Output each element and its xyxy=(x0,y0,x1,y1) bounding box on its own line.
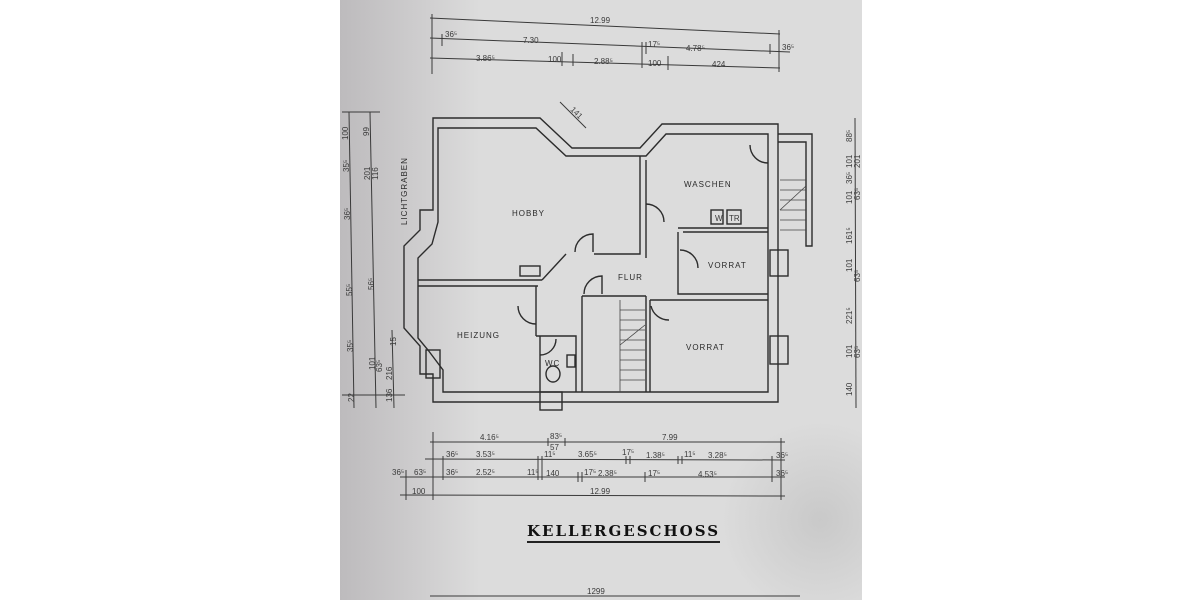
dim-right: 140 xyxy=(845,382,854,396)
room-label-flur: FLUR xyxy=(618,273,643,282)
dim-top: 4.78⁵ xyxy=(686,44,705,53)
dim-right: 101 xyxy=(845,190,854,204)
dim-left: 56⁵ xyxy=(367,278,376,290)
dim-left: 101 xyxy=(368,356,377,370)
dim-left: 216 xyxy=(385,366,394,380)
dim-bottom: 4.16⁵ xyxy=(480,433,499,442)
dim-left: 201 xyxy=(363,166,372,180)
dim-left: 99 xyxy=(362,127,371,136)
dim-top: 3.86⁵ xyxy=(476,54,495,63)
dim-left: 116 xyxy=(371,167,380,180)
dim-right: 101 xyxy=(845,154,854,168)
dim-top: 100 xyxy=(648,59,662,68)
dim-right: 221⁵ xyxy=(845,307,854,324)
drawing-title: KELLERGESCHOSS xyxy=(527,522,721,543)
dim-right: 63⁵ xyxy=(853,188,862,200)
dim-bottom: 17⁵ xyxy=(584,468,596,477)
dim-bottom: 100 xyxy=(412,487,426,496)
dim-bottom: 7.99 xyxy=(662,433,678,442)
dim-right: 63⁵ xyxy=(853,346,862,358)
dim-line-top-2 xyxy=(429,37,791,53)
dim-bottom: 36⁵ xyxy=(446,450,458,459)
dim-left: 36⁵ xyxy=(343,208,352,220)
dim-bottom: 3.53⁵ xyxy=(476,450,495,459)
dim-bottom: 3.28⁵ xyxy=(708,451,727,460)
dim-bottom: 2.38⁵ xyxy=(598,469,617,478)
dim-bottom: 36⁵ xyxy=(392,468,404,477)
dim-top: 424 xyxy=(712,60,726,69)
dim-top: 36⁵ xyxy=(782,43,794,52)
dim-left: 136 xyxy=(385,388,394,402)
dim-line-top-3 xyxy=(429,57,781,69)
dim-top: 36⁵ xyxy=(445,30,457,39)
dim-bottom: 12.99 xyxy=(590,487,611,496)
interior-stairs xyxy=(619,300,646,392)
dim-right: 101 xyxy=(845,344,854,358)
fixture-dryer: TR xyxy=(729,214,740,223)
dim-top: 17⁵ xyxy=(648,40,660,49)
room-label-vorrat-upper: VORRAT xyxy=(708,261,747,270)
dim-top-total: 12.99 xyxy=(590,16,611,25)
dim-left: 100 xyxy=(341,126,350,140)
dim-left: 15 xyxy=(389,337,398,346)
dim-bottom: 2.52⁵ xyxy=(476,468,495,477)
dim-left: 35⁵ xyxy=(346,340,355,352)
dim-top: 100 xyxy=(548,55,562,64)
label-lichtgraben: LICHTGRABEN xyxy=(400,157,409,225)
room-label-wc: WC xyxy=(545,359,560,368)
dim-bottom: 83⁵ xyxy=(550,432,562,441)
dim-bottom-footer: 1299 xyxy=(587,587,605,596)
dim-bottom: 140 xyxy=(546,469,560,478)
dim-right: 161⁵ xyxy=(845,227,854,244)
dim-right: 63⁵ xyxy=(853,270,862,282)
room-label-vorrat-lower: VORRAT xyxy=(686,343,725,352)
dim-bottom: 36⁵ xyxy=(776,451,788,460)
shadow-overlay xyxy=(720,420,862,600)
dim-top: 7.30 xyxy=(523,36,539,45)
fixture-washer: W xyxy=(715,214,723,223)
dim-right: 101 xyxy=(845,258,854,272)
dim-line-total-top xyxy=(429,17,781,35)
blueprint-paper xyxy=(340,0,862,600)
dim-bottom: 36⁵ xyxy=(446,468,458,477)
dim-bottom: 11⁵ xyxy=(544,450,556,459)
dim-bottom: 17⁵ xyxy=(648,469,660,478)
room-label-hobby: HOBBY xyxy=(512,209,545,218)
dim-right: 88⁵ xyxy=(845,130,854,142)
dim-left: 22 xyxy=(347,393,356,402)
dim-bottom: 36⁵ xyxy=(776,469,788,478)
dim-bottom: 4.53⁵ xyxy=(698,470,717,479)
dim-left: 55⁵ xyxy=(345,284,354,296)
dim-bottom: 57 xyxy=(550,443,559,452)
diagonal-dimension: 141 xyxy=(569,105,585,121)
dim-bottom: 1.38⁵ xyxy=(646,451,665,460)
dim-left: 63⁵ xyxy=(375,360,384,372)
dim-right: 36⁵ xyxy=(845,172,854,184)
exterior-stairs xyxy=(779,179,807,231)
room-label-heizung: HEIZUNG xyxy=(457,331,500,340)
dim-bottom: 11⁵ xyxy=(527,468,539,477)
dim-bottom: 11⁵ xyxy=(684,450,696,459)
dim-bottom: 3.65⁵ xyxy=(578,450,597,459)
dim-left: 35⁵ xyxy=(342,160,351,172)
dim-bottom: 63⁵ xyxy=(414,468,426,477)
dim-right: 201 xyxy=(853,154,862,168)
dim-top: 2.88⁵ xyxy=(594,57,613,66)
walls xyxy=(403,117,813,411)
room-label-waschen: WASCHEN xyxy=(684,180,732,189)
dim-bottom: 17⁵ xyxy=(622,448,634,457)
shadow-overlay xyxy=(340,0,480,600)
